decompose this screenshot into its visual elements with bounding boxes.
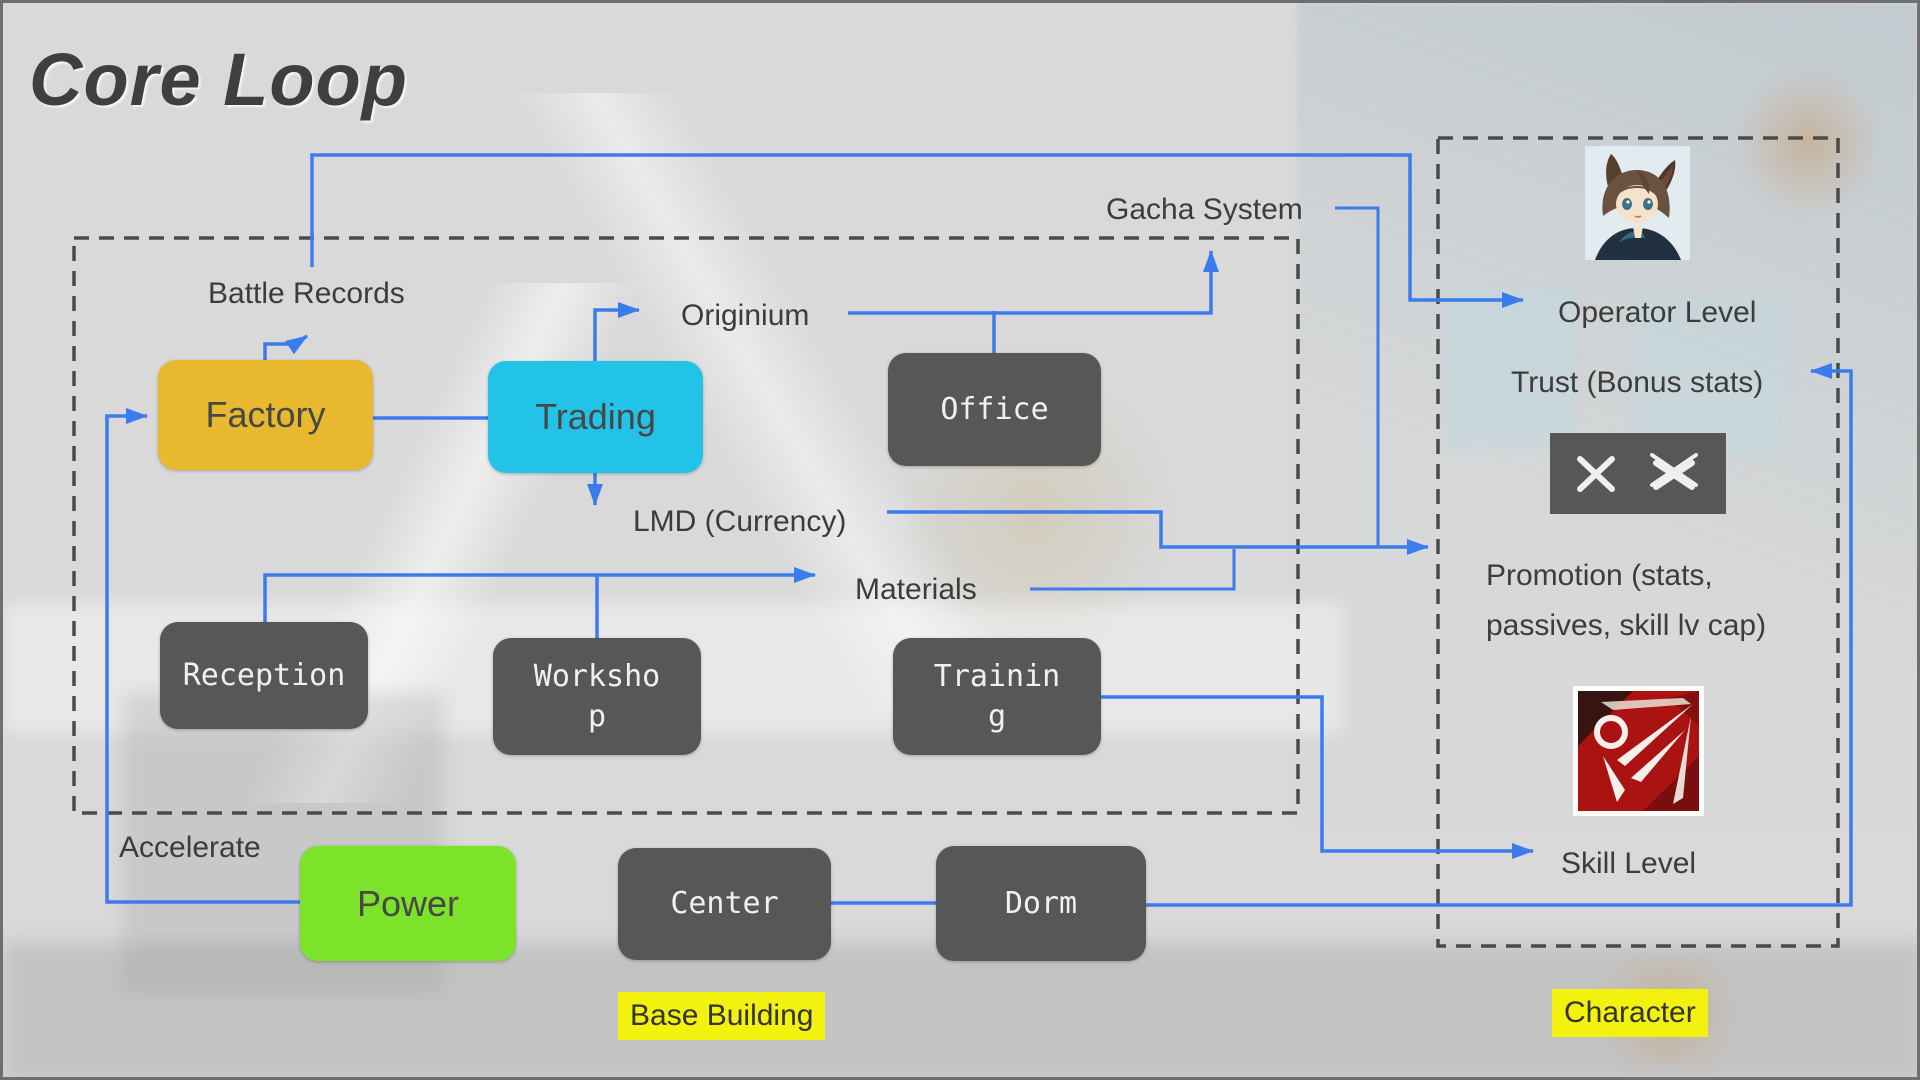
node-factory-label: Factory: [205, 394, 326, 435]
label-trust[interactable]: Trust (Bonus stats): [1511, 366, 1764, 399]
node-workshop-label-line1: Worksho: [533, 658, 661, 694]
label-skill-level[interactable]: Skill Level: [1561, 847, 1697, 880]
base-building-group-frame[interactable]: [72, 236, 1300, 815]
node-power-label: Power: [356, 882, 460, 924]
node-dorm[interactable]: Dorm: [936, 846, 1146, 961]
node-center[interactable]: Center: [618, 848, 831, 960]
label-materials[interactable]: Materials: [855, 573, 977, 606]
edge-dorm-to-trust[interactable]: [1146, 363, 1853, 907]
edge-gacha-system-down-join[interactable]: [1335, 206, 1380, 547]
node-factory[interactable]: Factory: [158, 360, 373, 470]
node-workshop-label-line2: p: [587, 698, 607, 734]
node-office[interactable]: Office: [888, 353, 1101, 466]
edge-battle-records-to-operator-level[interactable]: [310, 153, 1524, 308]
amiya-operator-portrait-image[interactable]: [1585, 146, 1690, 260]
edge-power-accelerate-to-factory[interactable]: [105, 408, 300, 904]
edge-lmd-to-promotion[interactable]: [887, 510, 1429, 555]
edge-materials-up-join[interactable]: [1030, 549, 1236, 591]
edge-reception-to-materials[interactable]: [263, 567, 816, 622]
edge-factory-to-battle-records[interactable]: [263, 334, 308, 360]
label-operator-level[interactable]: Operator Level: [1558, 296, 1757, 329]
node-training-label-line1: Trainin: [933, 658, 1061, 694]
edge-training-to-skill-level[interactable]: [1101, 695, 1534, 859]
node-training-label-line2: g: [987, 698, 1007, 734]
label-originium[interactable]: Originium: [681, 299, 810, 332]
caption-base-building[interactable]: Base Building: [618, 992, 826, 1040]
edge-originium-to-gacha-system[interactable]: [848, 250, 1219, 315]
node-workshop[interactable]: Worksho p: [493, 638, 701, 755]
label-promotion[interactable]: Promotion (stats, passives, skill lv cap…: [1486, 559, 1767, 642]
label-gacha-system[interactable]: Gacha System: [1106, 193, 1303, 226]
node-trading[interactable]: Trading: [488, 361, 703, 473]
node-dorm-label: Dorm: [1004, 885, 1078, 921]
label-battle-records[interactable]: Battle Records: [208, 277, 405, 310]
node-office-label: Office: [940, 391, 1049, 427]
label-accelerate[interactable]: Accelerate: [119, 831, 261, 864]
label-lmd-currency[interactable]: LMD (Currency): [633, 505, 847, 538]
caption-character[interactable]: Character: [1552, 989, 1708, 1037]
node-training[interactable]: Trainin g: [893, 638, 1101, 755]
node-power[interactable]: Power: [300, 846, 516, 961]
character-group-frame[interactable]: [1436, 136, 1840, 948]
red-skill-icon-image[interactable]: [1573, 686, 1704, 816]
node-center-label: Center: [670, 886, 779, 921]
elite-promotion-badges-image[interactable]: [1550, 433, 1726, 514]
node-trading-label: Trading: [535, 396, 656, 437]
node-reception-label: Reception: [182, 657, 346, 693]
page-title: Core Loop: [29, 38, 408, 121]
edge-trading-to-originium[interactable]: [593, 302, 640, 361]
connector-layer: [72, 136, 1853, 948]
node-reception[interactable]: Reception: [160, 622, 368, 729]
